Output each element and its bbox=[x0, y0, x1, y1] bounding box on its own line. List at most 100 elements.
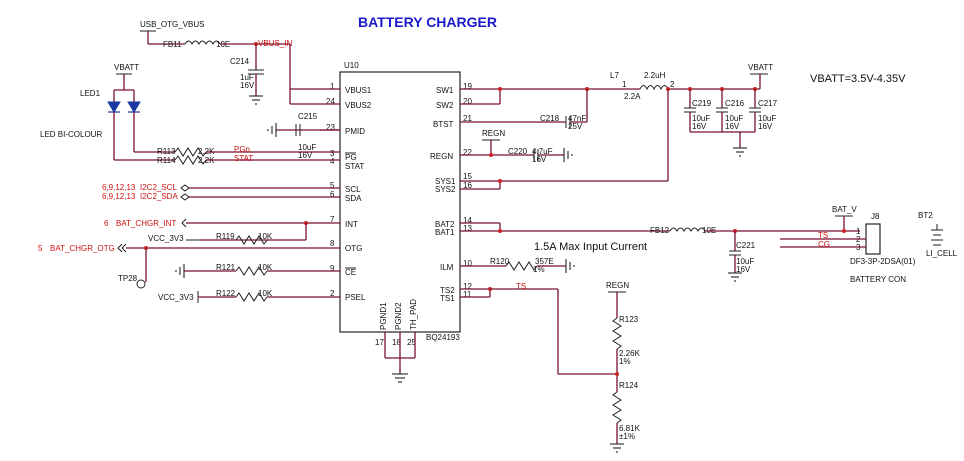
net-vbus-in: VBUS_IN bbox=[258, 39, 292, 48]
pin-num: 14 bbox=[463, 216, 472, 225]
pin-num: 15 bbox=[463, 172, 472, 181]
pin-name: PSEL bbox=[345, 293, 366, 302]
pin-num: 19 bbox=[463, 82, 472, 91]
btst-section: C218 47nF 25V bbox=[460, 89, 588, 131]
ts-section: TS REGN R123 2.26K 1% R124 6.81K ±1% bbox=[460, 281, 641, 453]
r120-value: 357E bbox=[535, 257, 554, 266]
ground-icon bbox=[392, 373, 408, 383]
r113-ref: R113 bbox=[157, 147, 176, 156]
ic-bottom-pins: PGND1 PGND2 TH_PAD 17 18 25 bbox=[375, 299, 418, 347]
pin-name: ILM bbox=[440, 263, 454, 272]
ic-left-pins: VBUS1 1 VBUS2 24 PMID 23 PG 3 STAT 4 SCL… bbox=[326, 82, 372, 302]
c215-voltage: 16V bbox=[298, 151, 313, 160]
inductor-icon bbox=[639, 85, 669, 91]
c221-ref: C221 bbox=[736, 241, 756, 250]
r119-value: 10K bbox=[258, 232, 273, 241]
r121-value: 10K bbox=[258, 263, 273, 272]
j8-part: DF3-3P-2DSA(01) bbox=[850, 257, 916, 266]
ferrite-bead-icon bbox=[669, 227, 706, 232]
r121-ref: R121 bbox=[216, 263, 236, 272]
l7-ref: L7 bbox=[610, 71, 619, 80]
pin-num: 9 bbox=[330, 264, 335, 273]
c214-voltage: 16V bbox=[240, 81, 255, 90]
c219-voltage: 16V bbox=[692, 122, 707, 131]
c215-value: 10uF bbox=[298, 143, 316, 152]
pin-num: 7 bbox=[330, 215, 335, 224]
pin-name: BAT1 bbox=[435, 228, 455, 237]
ground-icon bbox=[733, 147, 747, 157]
r124-ref: R124 bbox=[619, 381, 639, 390]
r123-ref: R123 bbox=[619, 315, 639, 324]
pin-num: 6 bbox=[330, 190, 335, 199]
c214-ref: C214 bbox=[230, 57, 250, 66]
ic-right-pins: SW1 19 SW2 20 BTST 21 REGN 22 SYS1 15 SY… bbox=[430, 82, 472, 303]
ilm-section: R120 357E 1% bbox=[460, 257, 575, 274]
c219-value: 10uF bbox=[692, 114, 710, 123]
net-vbatt-led: VBATT bbox=[114, 63, 139, 72]
pin-num: 1 bbox=[330, 82, 335, 91]
r120-tol: 1% bbox=[533, 265, 545, 274]
net-stat: STAT bbox=[234, 154, 253, 163]
c215-ref: C215 bbox=[298, 112, 318, 121]
otg-page: 5 bbox=[38, 244, 43, 253]
led1-desc: LED BI-COLOUR bbox=[40, 130, 102, 139]
pin-num: 8 bbox=[330, 239, 335, 248]
ic-ref: U10 bbox=[344, 61, 359, 70]
pin-num: 11 bbox=[463, 290, 472, 299]
pin-num: 17 bbox=[375, 338, 384, 347]
net-vcc-3v3-a: VCC_3V3 bbox=[148, 234, 184, 243]
pin-num: 24 bbox=[326, 97, 335, 106]
i2c-section: 6,9,12,13 I2C2_SCL 6,9,12,13 I2C2_SDA bbox=[102, 183, 340, 201]
c216-ref: C216 bbox=[725, 99, 745, 108]
r122-ref: R122 bbox=[216, 289, 236, 298]
c220-value: 4.7uF bbox=[532, 147, 553, 156]
resistor-icon bbox=[235, 266, 268, 276]
l7-value: 2.2uH bbox=[644, 71, 666, 80]
net-vcc-3v3-b: VCC_3V3 bbox=[158, 293, 194, 302]
pin-name: SYS2 bbox=[435, 185, 456, 194]
pin-num: 20 bbox=[463, 97, 472, 106]
pin-name: VBUS1 bbox=[345, 86, 372, 95]
max-input-current-note: 1.5A Max Input Current bbox=[534, 241, 647, 253]
ic-part: BQ24193 bbox=[426, 333, 460, 342]
bat-section: FB12 10E C221 10uF 16V BAT_V bbox=[460, 205, 860, 282]
pin-name: REGN bbox=[430, 152, 453, 161]
pin-name: SCL bbox=[345, 185, 361, 194]
resistor-icon bbox=[174, 155, 207, 165]
connector-j8: J8 1 2 3 TS CG DF3-3P-2DSA(01) BATTERY C… bbox=[780, 212, 916, 284]
pin-num: 21 bbox=[463, 114, 472, 123]
pin-name: TS1 bbox=[440, 294, 455, 303]
net-regn-top: REGN bbox=[482, 129, 505, 138]
net-i2c-sda: I2C2_SDA bbox=[140, 192, 178, 201]
ce-section: R121 10K bbox=[175, 263, 340, 278]
c221-value: 10uF bbox=[736, 257, 754, 266]
pin-name: SDA bbox=[345, 194, 362, 203]
net-pgn: PGn bbox=[234, 145, 250, 154]
switch-output-section: L7 2.2uH 2.2A 1 2 C219 10uF 16V C216 10u… bbox=[460, 63, 778, 190]
j8-ref: J8 bbox=[871, 212, 880, 221]
net-ts-conn: TS bbox=[818, 231, 828, 240]
ground-icon bbox=[267, 123, 277, 137]
c217-voltage: 16V bbox=[758, 122, 773, 131]
pin-name: INT bbox=[345, 220, 358, 229]
resistor-icon bbox=[612, 317, 622, 350]
c214-value: 1uF bbox=[240, 73, 254, 82]
scl-pages: 6,9,12,13 bbox=[102, 183, 136, 192]
resistor-icon bbox=[235, 235, 268, 245]
bt2-ref: BT2 bbox=[918, 211, 933, 220]
resistor-icon bbox=[505, 261, 538, 271]
net-vbatt-out: VBATT bbox=[748, 63, 773, 72]
c219-ref: C219 bbox=[692, 99, 712, 108]
c218-ref: C218 bbox=[540, 114, 560, 123]
r120-ref: R120 bbox=[490, 257, 510, 266]
pin-name: VBUS2 bbox=[345, 101, 372, 110]
ground-icon bbox=[175, 264, 185, 278]
r124-value: 6.81K bbox=[619, 424, 641, 433]
net-bat-v: BAT_V bbox=[832, 205, 857, 214]
r122-value: 10K bbox=[258, 289, 273, 298]
c220-voltage: 16V bbox=[532, 155, 547, 164]
r123-tol: 1% bbox=[619, 357, 631, 366]
fb11-ref: FB11 bbox=[163, 40, 182, 49]
r124-tol: ±1% bbox=[619, 432, 635, 441]
